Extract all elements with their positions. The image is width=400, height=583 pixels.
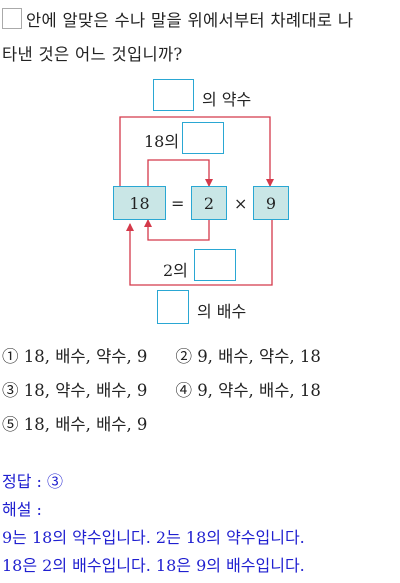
upper-prefix-label: 18의	[144, 132, 180, 151]
inner-top-arrow	[147, 159, 213, 187]
left-number-box: 18	[113, 186, 166, 220]
question-line-1-text: 안에 알맞은 수나 말을 위에서부터 차례대로 나	[26, 11, 354, 30]
choice-5-marker: ⑤	[2, 415, 19, 434]
choice-row-2: ③ 18, 약수, 배수, 9 ④ 9, 약수, 배수, 18	[2, 374, 321, 408]
right-number-box: 9	[253, 186, 289, 220]
answer-choices: ① 18, 배수, 약수, 9 ② 9, 배수, 약수, 18 ③ 18, 약수,…	[2, 340, 321, 442]
choice-1[interactable]: ① 18, 배수, 약수, 9	[2, 340, 147, 374]
choice-5-text: 18, 배수, 배수, 9	[23, 415, 148, 434]
choice-4[interactable]: ④ 9, 약수, 배수, 18	[175, 374, 320, 408]
explanation-line-1: 9는 18의 약수입니다. 2는 18의 약수입니다.	[2, 528, 305, 547]
choice-row-1: ① 18, 배수, 약수, 9 ② 9, 배수, 약수, 18	[2, 340, 321, 374]
choice-3-text: 18, 약수, 배수, 9	[23, 381, 148, 400]
inner-bottom-arrow	[144, 219, 210, 241]
times-sign: ×	[234, 194, 248, 213]
outer-bottom-arrow	[126, 220, 273, 286]
middle-number-box: 2	[191, 186, 227, 220]
multiple-label: 의 배수	[197, 302, 247, 321]
explanation-title: 해설 :	[2, 500, 42, 519]
lower-prefix-label: 2의	[163, 261, 188, 280]
answer-section: 정답 : ③ 해설 : 9는 18의 약수입니다. 2는 18의 약수입니다. …	[2, 468, 305, 580]
question-line-1: 안에 알맞은 수나 말을 위에서부터 차례대로 나	[2, 4, 398, 38]
choice-1-marker: ①	[2, 347, 19, 366]
choice-row-3: ⑤ 18, 배수, 배수, 9	[2, 408, 321, 442]
equals-sign: =	[171, 194, 185, 213]
choice-2[interactable]: ② 9, 배수, 약수, 18	[175, 340, 320, 374]
choice-4-marker: ④	[175, 381, 192, 400]
outer-top-arrow	[119, 116, 274, 187]
question-text: 안에 알맞은 수나 말을 위에서부터 차례대로 나 타낸 것은 어느 것입니까?	[2, 4, 398, 72]
divisor-label: 의 약수	[202, 90, 252, 109]
upper-blank-box[interactable]	[182, 122, 224, 154]
choice-5[interactable]: ⑤ 18, 배수, 배수, 9	[2, 408, 147, 442]
choice-2-text: 9, 배수, 약수, 18	[197, 347, 321, 366]
choice-3[interactable]: ③ 18, 약수, 배수, 9	[2, 374, 147, 408]
choice-2-marker: ②	[175, 347, 192, 366]
choice-4-text: 9, 약수, 배수, 18	[197, 381, 321, 400]
answer-line: 정답 : ③	[2, 472, 64, 491]
blank-square-icon	[2, 8, 22, 29]
divisor-blank-box[interactable]	[153, 79, 194, 111]
multiple-blank-box[interactable]	[157, 290, 189, 324]
choice-3-marker: ③	[2, 381, 19, 400]
question-line-2: 타낸 것은 어느 것입니까?	[2, 45, 183, 64]
explanation-line-2: 18은 2의 배수입니다. 18은 9의 배수입니다.	[2, 556, 305, 575]
lower-blank-box[interactable]	[194, 249, 236, 281]
choice-1-text: 18, 배수, 약수, 9	[23, 347, 148, 366]
